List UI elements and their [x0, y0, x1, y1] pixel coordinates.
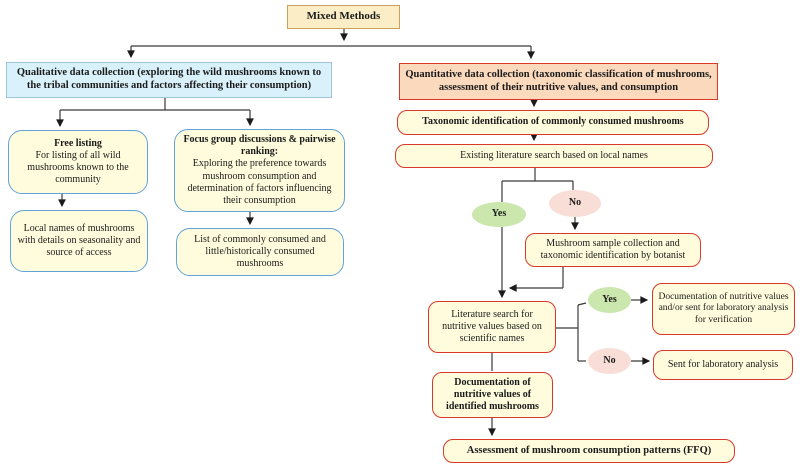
- decision-no-nutritive-values: No: [588, 348, 631, 374]
- node-existing-literature-search: Existing literature search based on loca…: [395, 144, 713, 168]
- node-documentation-identified: Documentation of nutritive values of ide…: [432, 372, 553, 418]
- focus-group-body: Exploring the preference towards mushroo…: [187, 158, 332, 206]
- node-documentation-verification: Documentation of nutritive values and/or…: [652, 283, 795, 335]
- decision-no-local-names: No: [549, 190, 601, 217]
- node-ffq-assessment: Assessment of mushroom consumption patte…: [443, 439, 735, 463]
- node-sample-collection: Mushroom sample collection and taxonomic…: [525, 233, 701, 267]
- focus-group-title: Focus group discussions & pairwise ranki…: [183, 133, 336, 158]
- decision-yes-nutritive-values: Yes: [588, 287, 631, 313]
- node-quantitative-header: Quantitative data collection (taxonomic …: [399, 63, 718, 100]
- node-qualitative-header: Qualitative data collection (exploring t…: [6, 62, 332, 98]
- node-taxonomic-identification: Taxonomic identification of commonly con…: [397, 110, 709, 135]
- node-local-names: Local names of mushrooms with details on…: [10, 210, 148, 272]
- free-listing-body: For listing of all wild mushrooms known …: [27, 149, 129, 186]
- decision-yes-local-names: Yes: [472, 202, 526, 227]
- node-free-listing: Free listing For listing of all wild mus…: [8, 130, 148, 194]
- free-listing-title: Free listing: [54, 137, 102, 149]
- node-consumed-list: List of commonly consumed and little/his…: [176, 228, 344, 276]
- node-mixed-methods: Mixed Methods: [287, 5, 400, 29]
- node-literature-search-scientific: Literature search for nutritive values b…: [428, 301, 556, 353]
- node-focus-group: Focus group discussions & pairwise ranki…: [174, 129, 345, 212]
- node-sent-laboratory: Sent for laboratory analysis: [653, 350, 793, 380]
